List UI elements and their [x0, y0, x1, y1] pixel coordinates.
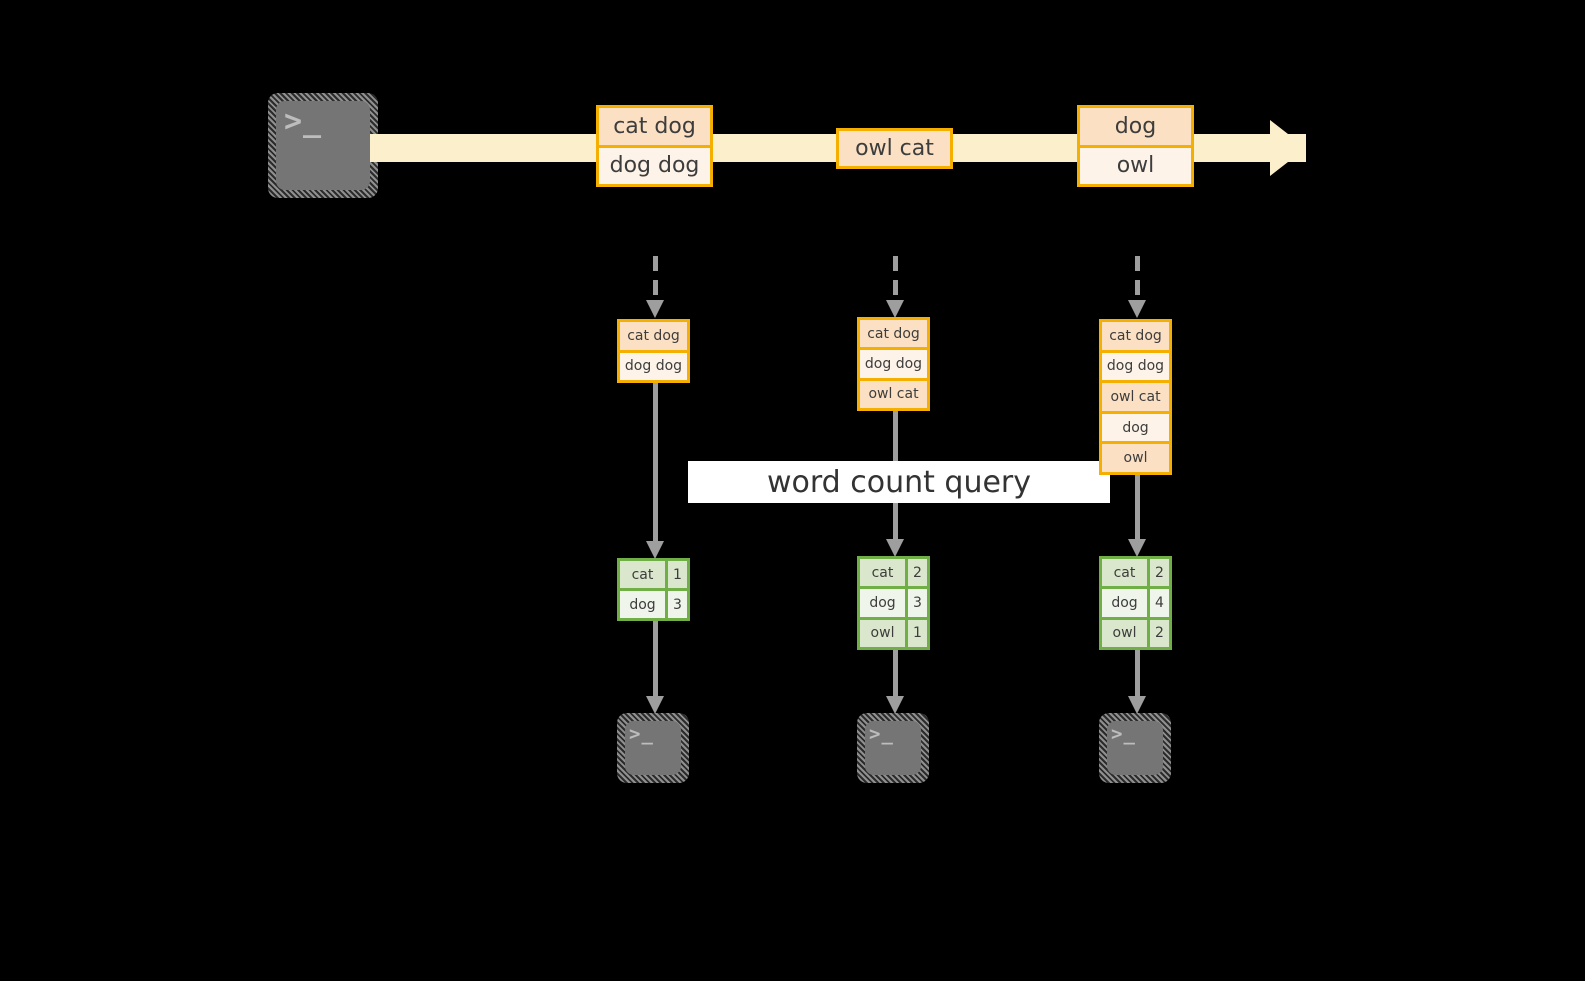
stream-event-line: owl [1080, 144, 1191, 184]
terminal-prompt-glyph: >_ [1111, 723, 1136, 745]
table-row: owl 2 [1102, 616, 1169, 647]
query-label-text: word count query [766, 464, 1032, 500]
result-count: 3 [665, 591, 687, 618]
accumulation-box[interactable]: cat dog dog dog owl cat [857, 317, 930, 411]
table-row: owl 1 [860, 616, 927, 647]
terminal-prompt-glyph: >_ [629, 723, 654, 745]
table-row: cat 2 [1102, 559, 1169, 587]
result-word: cat [860, 559, 905, 587]
table-row: dog 3 [620, 588, 687, 618]
result-table[interactable]: cat 1 dog 3 [617, 558, 690, 621]
stream-event-box[interactable]: dog owl [1077, 105, 1194, 187]
accumulation-box[interactable]: cat dog dog dog [617, 319, 690, 383]
stream-event-line: dog [1080, 108, 1191, 145]
accumulation-line: owl [1102, 441, 1169, 472]
result-count: 2 [1147, 559, 1169, 587]
sink-terminal-icon: >_ [857, 713, 929, 783]
table-row: cat 2 [860, 559, 927, 587]
query-label-band: word count query [688, 461, 1110, 503]
terminal-prompt-glyph: >_ [869, 723, 894, 745]
table-row: dog 3 [860, 586, 927, 617]
result-word: owl [1102, 619, 1147, 647]
terminal-face [276, 101, 370, 190]
terminal-face [865, 721, 921, 775]
terminal-prompt-glyph: >_ [284, 104, 323, 139]
result-count: 1 [665, 561, 687, 588]
source-terminal-icon: >_ [268, 93, 378, 198]
accumulation-line: dog [1102, 410, 1169, 442]
terminal-face [625, 721, 681, 775]
stream-event-line: owl cat [839, 131, 950, 166]
result-word: dog [860, 589, 905, 617]
accumulation-line: dog dog [860, 347, 927, 378]
result-table[interactable]: cat 2 dog 3 owl 1 [857, 556, 930, 650]
sink-terminal-icon: >_ [617, 713, 689, 783]
result-count: 3 [905, 589, 927, 617]
result-count: 4 [1147, 589, 1169, 617]
accumulation-line: cat dog [860, 320, 927, 348]
stream-arrow-head [1270, 120, 1306, 176]
result-count: 2 [1147, 619, 1169, 647]
stream-event-box[interactable]: cat dog dog dog [596, 105, 713, 187]
accumulation-line: dog dog [620, 349, 687, 380]
result-word: cat [620, 561, 665, 588]
result-table[interactable]: cat 2 dog 4 owl 2 [1099, 556, 1172, 650]
accumulation-line: cat dog [1102, 322, 1169, 350]
accumulation-line: owl cat [1102, 380, 1169, 411]
table-row: cat 1 [620, 561, 687, 588]
sink-terminal-icon: >_ [1099, 713, 1171, 783]
accumulation-line: dog dog [1102, 349, 1169, 381]
terminal-face [1107, 721, 1163, 775]
stream-event-line: dog dog [599, 144, 710, 184]
accumulation-box[interactable]: cat dog dog dog owl cat dog owl [1099, 319, 1172, 475]
result-word: dog [1102, 589, 1147, 617]
result-count: 2 [905, 559, 927, 587]
accumulation-line: cat dog [620, 322, 687, 350]
result-word: cat [1102, 559, 1147, 587]
table-row: dog 4 [1102, 586, 1169, 617]
stream-event-line: cat dog [599, 108, 710, 145]
result-count: 1 [905, 619, 927, 647]
result-word: dog [620, 591, 665, 618]
result-word: owl [860, 619, 905, 647]
stream-event-box[interactable]: owl cat [836, 128, 953, 169]
accumulation-line: owl cat [860, 377, 927, 408]
